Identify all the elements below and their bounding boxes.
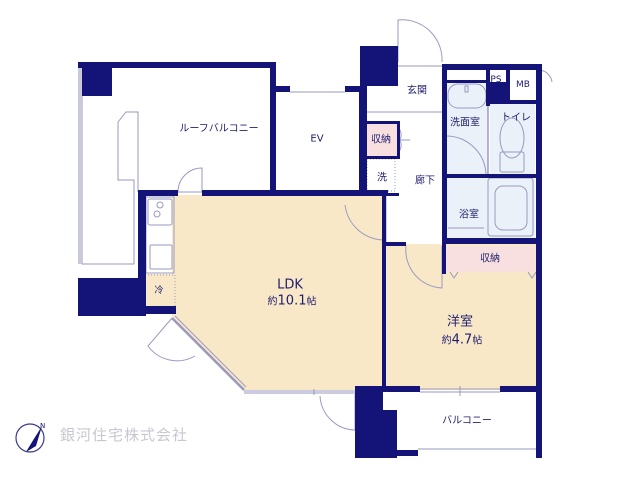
fridge-area: [144, 274, 174, 308]
room-label-storage-hall: 収納: [371, 134, 391, 146]
room-label-ev: EV: [310, 133, 324, 145]
ldk-floor: [172, 195, 385, 390]
room-label-ps: PS: [490, 74, 502, 85]
room-area-western-room: 約4.7帖: [441, 332, 483, 348]
room-label-storage-room: 収納: [480, 253, 500, 265]
room-label-mb: MB: [516, 79, 530, 90]
bathroom-floor: [446, 176, 535, 238]
toilet-floor: [490, 104, 535, 174]
room-label-washroom: 洗面室: [450, 117, 480, 129]
north-compass-icon: N: [14, 422, 45, 453]
room-label-entrance: 玄関: [407, 85, 427, 97]
fixtures: [81, 19, 553, 450]
room-label-bathroom: 浴室: [459, 209, 479, 221]
svg-text:N: N: [40, 422, 45, 430]
room-label-western-room: 洋室: [446, 314, 474, 330]
company-name: 銀河住宅株式会社: [60, 426, 189, 444]
room-label-fridge: 冷: [154, 285, 164, 296]
room-label-toilet: トイレ: [501, 112, 531, 124]
room-label-washer: 洗: [377, 172, 387, 184]
room-area-ldk: 約10.1帖: [267, 293, 317, 309]
storage-room-floor: [446, 246, 535, 272]
washroom-floor: [446, 82, 488, 174]
room-label-balcony: バルコニー: [442, 415, 492, 427]
room-label-roof-balcony: ルーフバルコニー: [179, 123, 259, 135]
room-label-corridor: 廊下: [415, 175, 435, 187]
room-label-ldk: LDK: [277, 277, 303, 293]
walls: [78, 46, 542, 458]
storage-hall-floor: [367, 123, 397, 156]
